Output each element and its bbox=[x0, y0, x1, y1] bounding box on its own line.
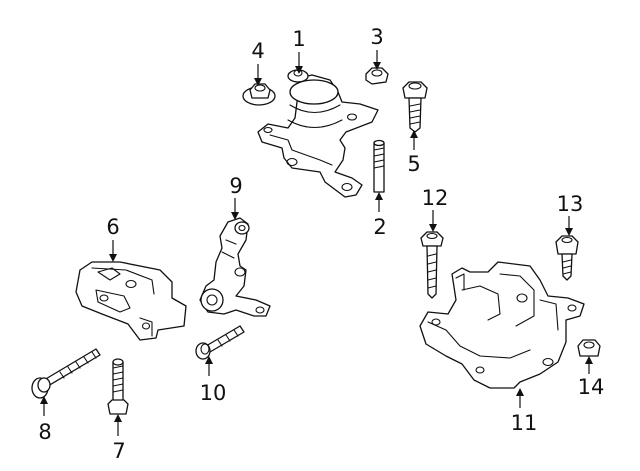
nut-part-3[interactable] bbox=[365, 67, 389, 85]
bolt-part-7[interactable] bbox=[107, 358, 129, 415]
bolt-part-10[interactable] bbox=[195, 325, 245, 360]
callout-4: 4 bbox=[251, 39, 264, 63]
torque-bracket-part[interactable] bbox=[199, 217, 271, 317]
callout-2: 2 bbox=[373, 215, 386, 239]
callout-1: 1 bbox=[292, 27, 305, 51]
callout-10: 10 bbox=[200, 381, 227, 405]
callout-7: 7 bbox=[112, 439, 125, 463]
callout-8: 8 bbox=[38, 420, 51, 444]
callout-12: 12 bbox=[422, 186, 449, 210]
callout-14: 14 bbox=[578, 375, 605, 399]
callout-3: 3 bbox=[370, 25, 383, 49]
callout-6: 6 bbox=[106, 215, 119, 239]
bolt-part-13[interactable] bbox=[555, 235, 579, 281]
callout-5: 5 bbox=[407, 152, 420, 176]
callout-numbers: 1 2 3 4 5 6 7 8 9 10 11 12 13 14 bbox=[38, 25, 604, 463]
callout-13: 13 bbox=[557, 192, 584, 216]
bolt-part-5[interactable] bbox=[402, 81, 428, 133]
engine-mount-part[interactable] bbox=[257, 69, 379, 198]
bolt-part-8[interactable] bbox=[31, 348, 101, 399]
leader-arrows bbox=[40, 50, 593, 436]
nut-part-14[interactable] bbox=[577, 339, 601, 357]
transmission-mount-part[interactable] bbox=[75, 261, 187, 341]
mount-bracket-part[interactable] bbox=[419, 261, 585, 389]
callout-9: 9 bbox=[229, 174, 242, 198]
stud-part[interactable] bbox=[373, 139, 385, 193]
bolt-part-12[interactable] bbox=[420, 231, 444, 299]
flange-nut-part-4[interactable] bbox=[242, 83, 276, 106]
callout-11: 11 bbox=[511, 411, 538, 435]
